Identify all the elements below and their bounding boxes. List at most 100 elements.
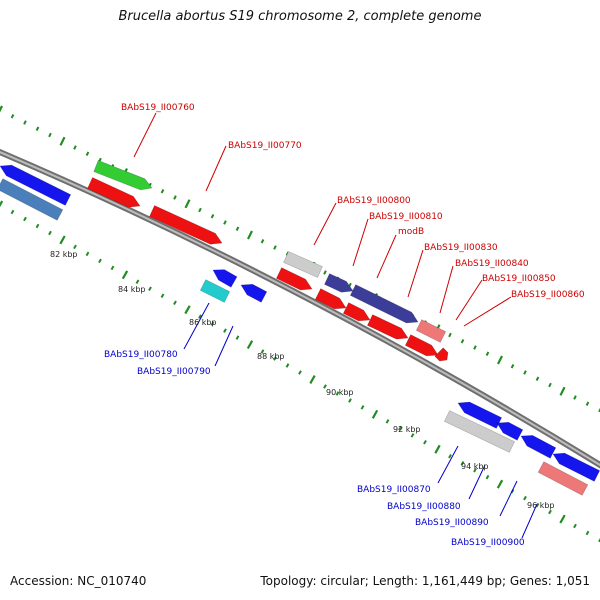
inner-tick (434, 444, 441, 454)
outer-tick (473, 345, 477, 350)
inner-tick (246, 340, 254, 350)
inner-tick (85, 251, 90, 257)
leader-line (183, 302, 210, 350)
inner-tick (598, 538, 600, 543)
outer-tick (523, 370, 527, 375)
gene-label-babs19-ii00830[interactable]: BAbS19_II00830 (424, 243, 498, 253)
gene-arrow-modb (349, 284, 419, 324)
outer-tick (260, 239, 265, 244)
outer-tick (23, 120, 27, 125)
gene-label-modb[interactable]: modB (398, 227, 424, 237)
inner-tick (535, 502, 540, 508)
gene-label-babs19-ii00790[interactable]: BAbS19_II00790 (137, 367, 211, 377)
gene-arrow-fwd-5 (275, 267, 313, 291)
outer-tick (184, 199, 191, 209)
inner-tick (223, 328, 227, 333)
inner-tick (260, 349, 265, 354)
gene-label-babs19-ii00880[interactable]: BAbS19_II00880 (387, 502, 461, 512)
leader-line (205, 145, 227, 192)
gene-label-babs19-ii00860[interactable]: BAbS19_II00860 (511, 290, 585, 300)
outer-tick (73, 145, 77, 150)
kbp-label-96: 96 kbp (527, 501, 555, 510)
inner-tick (473, 468, 477, 473)
inner-tick (496, 479, 504, 489)
inner-tick (135, 279, 140, 284)
leader-line (437, 445, 459, 484)
label-leader-lines (133, 112, 538, 539)
outer-tick (497, 355, 503, 365)
outer-tick (598, 407, 600, 413)
inner-tick (210, 321, 215, 326)
outer-tick (160, 189, 165, 194)
leader-line (521, 503, 538, 539)
gene-label-babs19-ii00810[interactable]: BAbS19_II00810 (369, 212, 443, 222)
gene-arrow-babs19-ii00810 (324, 273, 354, 293)
leader-line (439, 265, 454, 314)
gene-label-babs19-ii00770[interactable]: BAbS19_II00770 (228, 141, 302, 151)
inner-tick (323, 384, 327, 389)
inner-tick (585, 530, 590, 536)
leader-line (463, 296, 512, 327)
inner-tick (298, 370, 302, 375)
gene-arrow-babs19-ii00780 (199, 279, 231, 303)
inner-tick (523, 495, 527, 501)
accession-text: Accession: NC_010740 (10, 574, 147, 588)
outer-tick (448, 332, 452, 338)
gene-arrow-rev-11 (552, 452, 600, 482)
outer-tick (485, 351, 490, 356)
outer-tick (235, 226, 240, 231)
outer-tick (48, 132, 52, 138)
leader-line (407, 249, 424, 298)
gene-label-babs19-ii00780[interactable]: BAbS19_II00780 (104, 350, 178, 360)
kbp-label-94: 94 kbp (461, 462, 489, 471)
gene-features (0, 160, 600, 496)
gene-arrow-babs19-ii00770 (149, 205, 223, 245)
outer-tick (85, 151, 90, 156)
gene-arrow-rev-3 (212, 269, 238, 288)
gene-label-babs19-ii00840[interactable]: BAbS19_II00840 (455, 259, 529, 269)
inner-tick (273, 356, 277, 361)
inner-tick (460, 461, 465, 466)
inner-tick (348, 398, 352, 403)
outer-tick (460, 339, 465, 344)
leader-line (214, 325, 234, 367)
outer-tick (510, 364, 515, 369)
inner-tick (423, 440, 427, 445)
kbp-label-90: 90 kbp (326, 388, 354, 397)
gene-label-babs19-ii00900[interactable]: BAbS19_II00900 (451, 538, 525, 548)
gene-arrow-babs19-ii00890 (520, 435, 557, 459)
inner-tick (184, 305, 191, 315)
gene-arrow-babs19-ii00870 (443, 410, 516, 453)
outer-tick (585, 401, 590, 406)
outer-tick (548, 382, 552, 388)
gene-label-babs19-ii00760[interactable]: BAbS19_II00760 (121, 103, 195, 113)
inner-tick (285, 363, 290, 368)
gene-arrow-rev-1 (0, 164, 72, 206)
gene-arrow-fwd-9 (314, 288, 347, 310)
gene-label-babs19-ii00850[interactable]: BAbS19_II00850 (482, 274, 556, 284)
leader-line (352, 218, 369, 267)
inner-tick (335, 391, 340, 396)
outer-tick (573, 395, 577, 400)
inner-tick (110, 265, 115, 271)
kbp-label-82: 82 kbp (50, 250, 78, 259)
gene-label-babs19-ii00800[interactable]: BAbS19_II00800 (337, 196, 411, 206)
leader-line (455, 279, 483, 321)
gene-arrow-babs19-ii00760 (93, 160, 153, 191)
outer-tick (210, 214, 215, 219)
outer-tick (59, 136, 66, 146)
inner-tick (98, 258, 102, 264)
gene-arrow-fwd-2 (87, 177, 141, 208)
leader-line (468, 464, 486, 500)
gene-label-babs19-ii00870[interactable]: BAbS19_II00870 (357, 485, 431, 495)
inner-tick (559, 514, 566, 524)
inner-tick (148, 286, 152, 291)
inner-tick (48, 230, 52, 236)
inner-tick (385, 419, 390, 424)
leader-line (313, 202, 337, 246)
gene-label-babs19-ii00890[interactable]: BAbS19_II00890 (415, 518, 489, 528)
kbp-label-86: 86 kbp (189, 318, 217, 327)
inner-tick (448, 454, 452, 459)
inner-tick (410, 433, 415, 438)
